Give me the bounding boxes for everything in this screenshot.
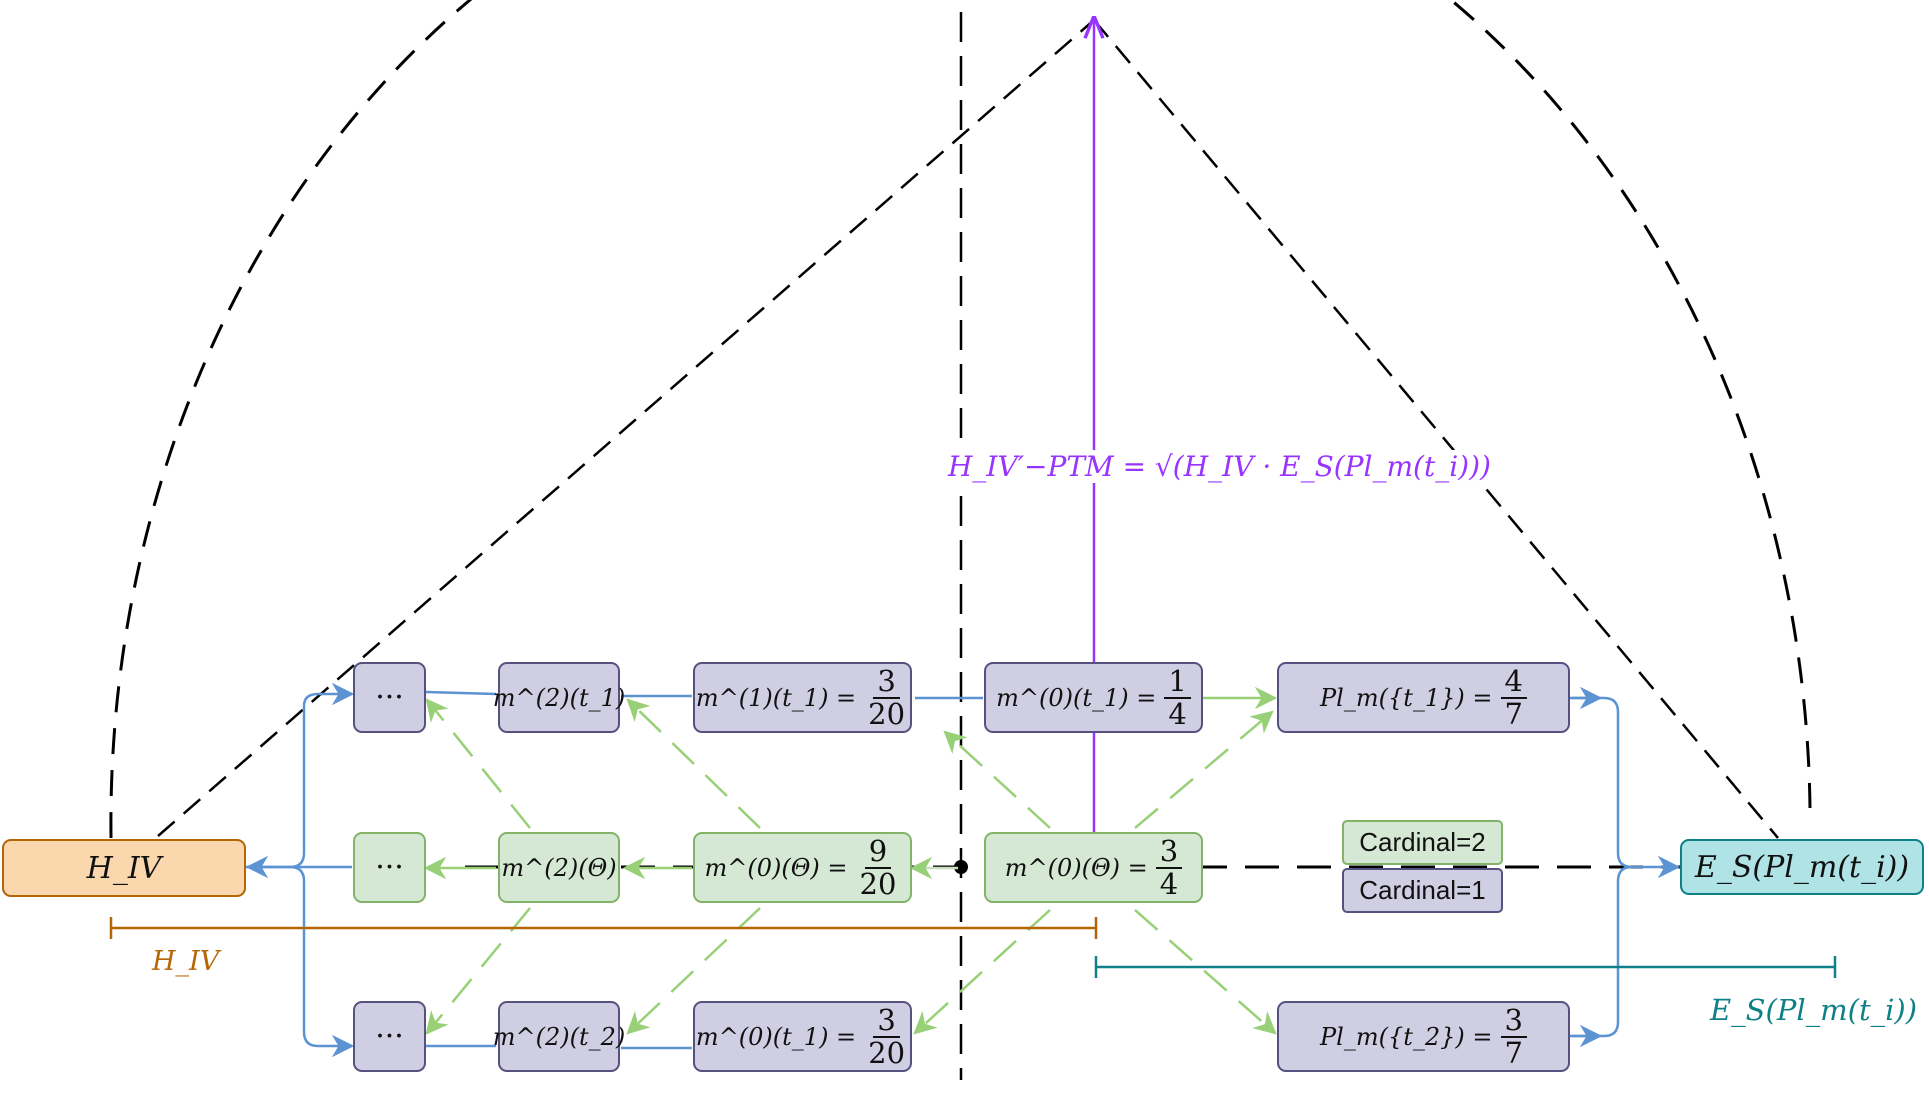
m0-t1-top-lhs: m^(0)(t_1) = — [996, 683, 1157, 712]
green-diag-1 — [943, 730, 1051, 829]
es-node: E_S(Pl_m(t_i)) — [1680, 839, 1924, 895]
m0-theta-a-lhs: m^(0)(Θ) = — [704, 853, 848, 882]
m0-t1-bottom-num: 3 — [873, 1005, 900, 1038]
m0-t1-bottom-fraction: 3 20 — [864, 1005, 909, 1068]
m0-theta-b-num: 3 — [1155, 836, 1183, 869]
dots-mid-text: ··· — [375, 850, 404, 885]
h-iv-node: H_IV — [2, 839, 246, 897]
pl-t2-num: 3 — [1500, 1005, 1527, 1038]
m0-t1-bottom-den: 20 — [868, 1035, 906, 1070]
pl-t1-num: 4 — [1500, 666, 1527, 699]
m0-theta-b-lhs: m^(0)(Θ) = — [1004, 853, 1148, 882]
green-diag-6 — [626, 907, 761, 1035]
m1-t1-num: 3 — [873, 666, 900, 699]
es-span-label: E_S(Pl_m(t_i)) — [1710, 993, 1917, 1027]
blue-bracket-right-bottom — [1570, 865, 1633, 1038]
dashed-semicircle — [109, 0, 1812, 839]
pl-t2-fraction: 3 7 — [1500, 1005, 1527, 1070]
m1-t1-fraction: 3 20 — [864, 666, 909, 729]
pl-t2-node: Pl_m({t_2}) = 3 7 — [1277, 1001, 1570, 1072]
blue-bracket-left — [246, 682, 355, 869]
m1-t1-node: m^(1)(t_1) = 3 20 — [693, 662, 912, 733]
legend-cardinal2: Cardinal=2 — [1342, 820, 1503, 865]
dots-top-text: ··· — [375, 680, 404, 715]
dashed-chord-right — [1093, 19, 1779, 839]
green-diag-2 — [1134, 710, 1274, 829]
es-node-text: E_S(Pl_m(t_i)) — [1694, 849, 1910, 885]
m0-theta-a-node: m^(0)(Θ) = 9 20 — [693, 832, 912, 903]
m2-t2-node: m^(2)(t_2) — [493, 1001, 625, 1072]
h-iv-span-label: H_IV — [152, 946, 219, 977]
legend-cardinal2-text: Cardinal=2 — [1359, 827, 1486, 857]
blue-bracket-right-top — [1570, 696, 1681, 879]
m0-t1-bottom-lhs: m^(0)(t_1) = — [695, 1022, 857, 1051]
m2-theta-node: m^(2)(Θ) — [498, 832, 620, 903]
dots-bottom-text: ··· — [375, 1019, 404, 1054]
m0-t1-top-fraction: 1 4 — [1164, 666, 1191, 731]
center-dot — [954, 860, 968, 874]
formula-label: H_IV′−PTM = √(H_IV · E_S(Pl_m(t_i))) — [948, 450, 1491, 483]
m0-theta-a-den: 20 — [859, 866, 897, 901]
m1-t1-lhs: m^(1)(t_1) = — [695, 683, 857, 712]
h-iv-node-text: H_IV — [86, 850, 162, 886]
pl-t1-den: 7 — [1504, 696, 1523, 731]
m0-t1-bottom-node: m^(0)(t_1) = 3 20 — [693, 1001, 912, 1072]
m1-t1-den: 20 — [868, 696, 906, 731]
pl-t2-lhs: Pl_m({t_2}) = — [1320, 1022, 1493, 1051]
pl-t2-den: 7 — [1504, 1035, 1523, 1070]
dots-mid-node: ··· — [353, 832, 426, 903]
legend-cardinal1: Cardinal=1 — [1342, 868, 1503, 913]
m0-theta-a-num: 9 — [864, 836, 892, 869]
m0-t1-top-node: m^(0)(t_1) = 1 4 — [984, 662, 1203, 733]
m2-t1-text: m^(2)(t_1) — [492, 683, 626, 712]
pl-t1-fraction: 4 7 — [1500, 666, 1527, 731]
es-span-label-text: E_S(Pl_m(t_i)) — [1710, 993, 1918, 1027]
m2-theta-text: m^(2)(Θ) — [501, 853, 617, 882]
dashed-chord-left — [157, 19, 1095, 837]
green-diag-7 — [425, 698, 531, 829]
m2-t1-node: m^(2)(t_1) — [493, 662, 625, 733]
dots-top-node: ··· — [353, 662, 426, 733]
m0-t1-top-num: 1 — [1164, 666, 1191, 699]
legend-cardinal1-text: Cardinal=1 — [1359, 875, 1486, 905]
blue-bracket-left-bottom — [289, 865, 355, 1058]
pl-t1-lhs: Pl_m({t_1}) = — [1320, 683, 1493, 712]
h-iv-span-label-text: H_IV — [152, 946, 220, 977]
dots-bottom-node: ··· — [353, 1001, 426, 1072]
formula-label-text: H_IV′−PTM = √(H_IV · E_S(Pl_m(t_i))) — [948, 450, 1491, 483]
m0-theta-b-fraction: 3 4 — [1155, 836, 1183, 901]
green-diag-5 — [626, 698, 761, 829]
pl-t1-node: Pl_m({t_1}) = 4 7 — [1277, 662, 1570, 733]
m0-theta-b-node: m^(0)(Θ) = 3 4 — [984, 832, 1203, 903]
blue-arrow-m2t1-to-dots — [425, 690, 497, 696]
m0-theta-b-den: 4 — [1159, 866, 1179, 901]
green-diag-4 — [913, 909, 1051, 1035]
m2-t2-text: m^(2)(t_2) — [492, 1022, 626, 1051]
m0-t1-top-den: 4 — [1168, 696, 1187, 731]
m0-theta-a-fraction: 9 20 — [856, 836, 901, 899]
green-diag-3 — [1134, 909, 1277, 1035]
